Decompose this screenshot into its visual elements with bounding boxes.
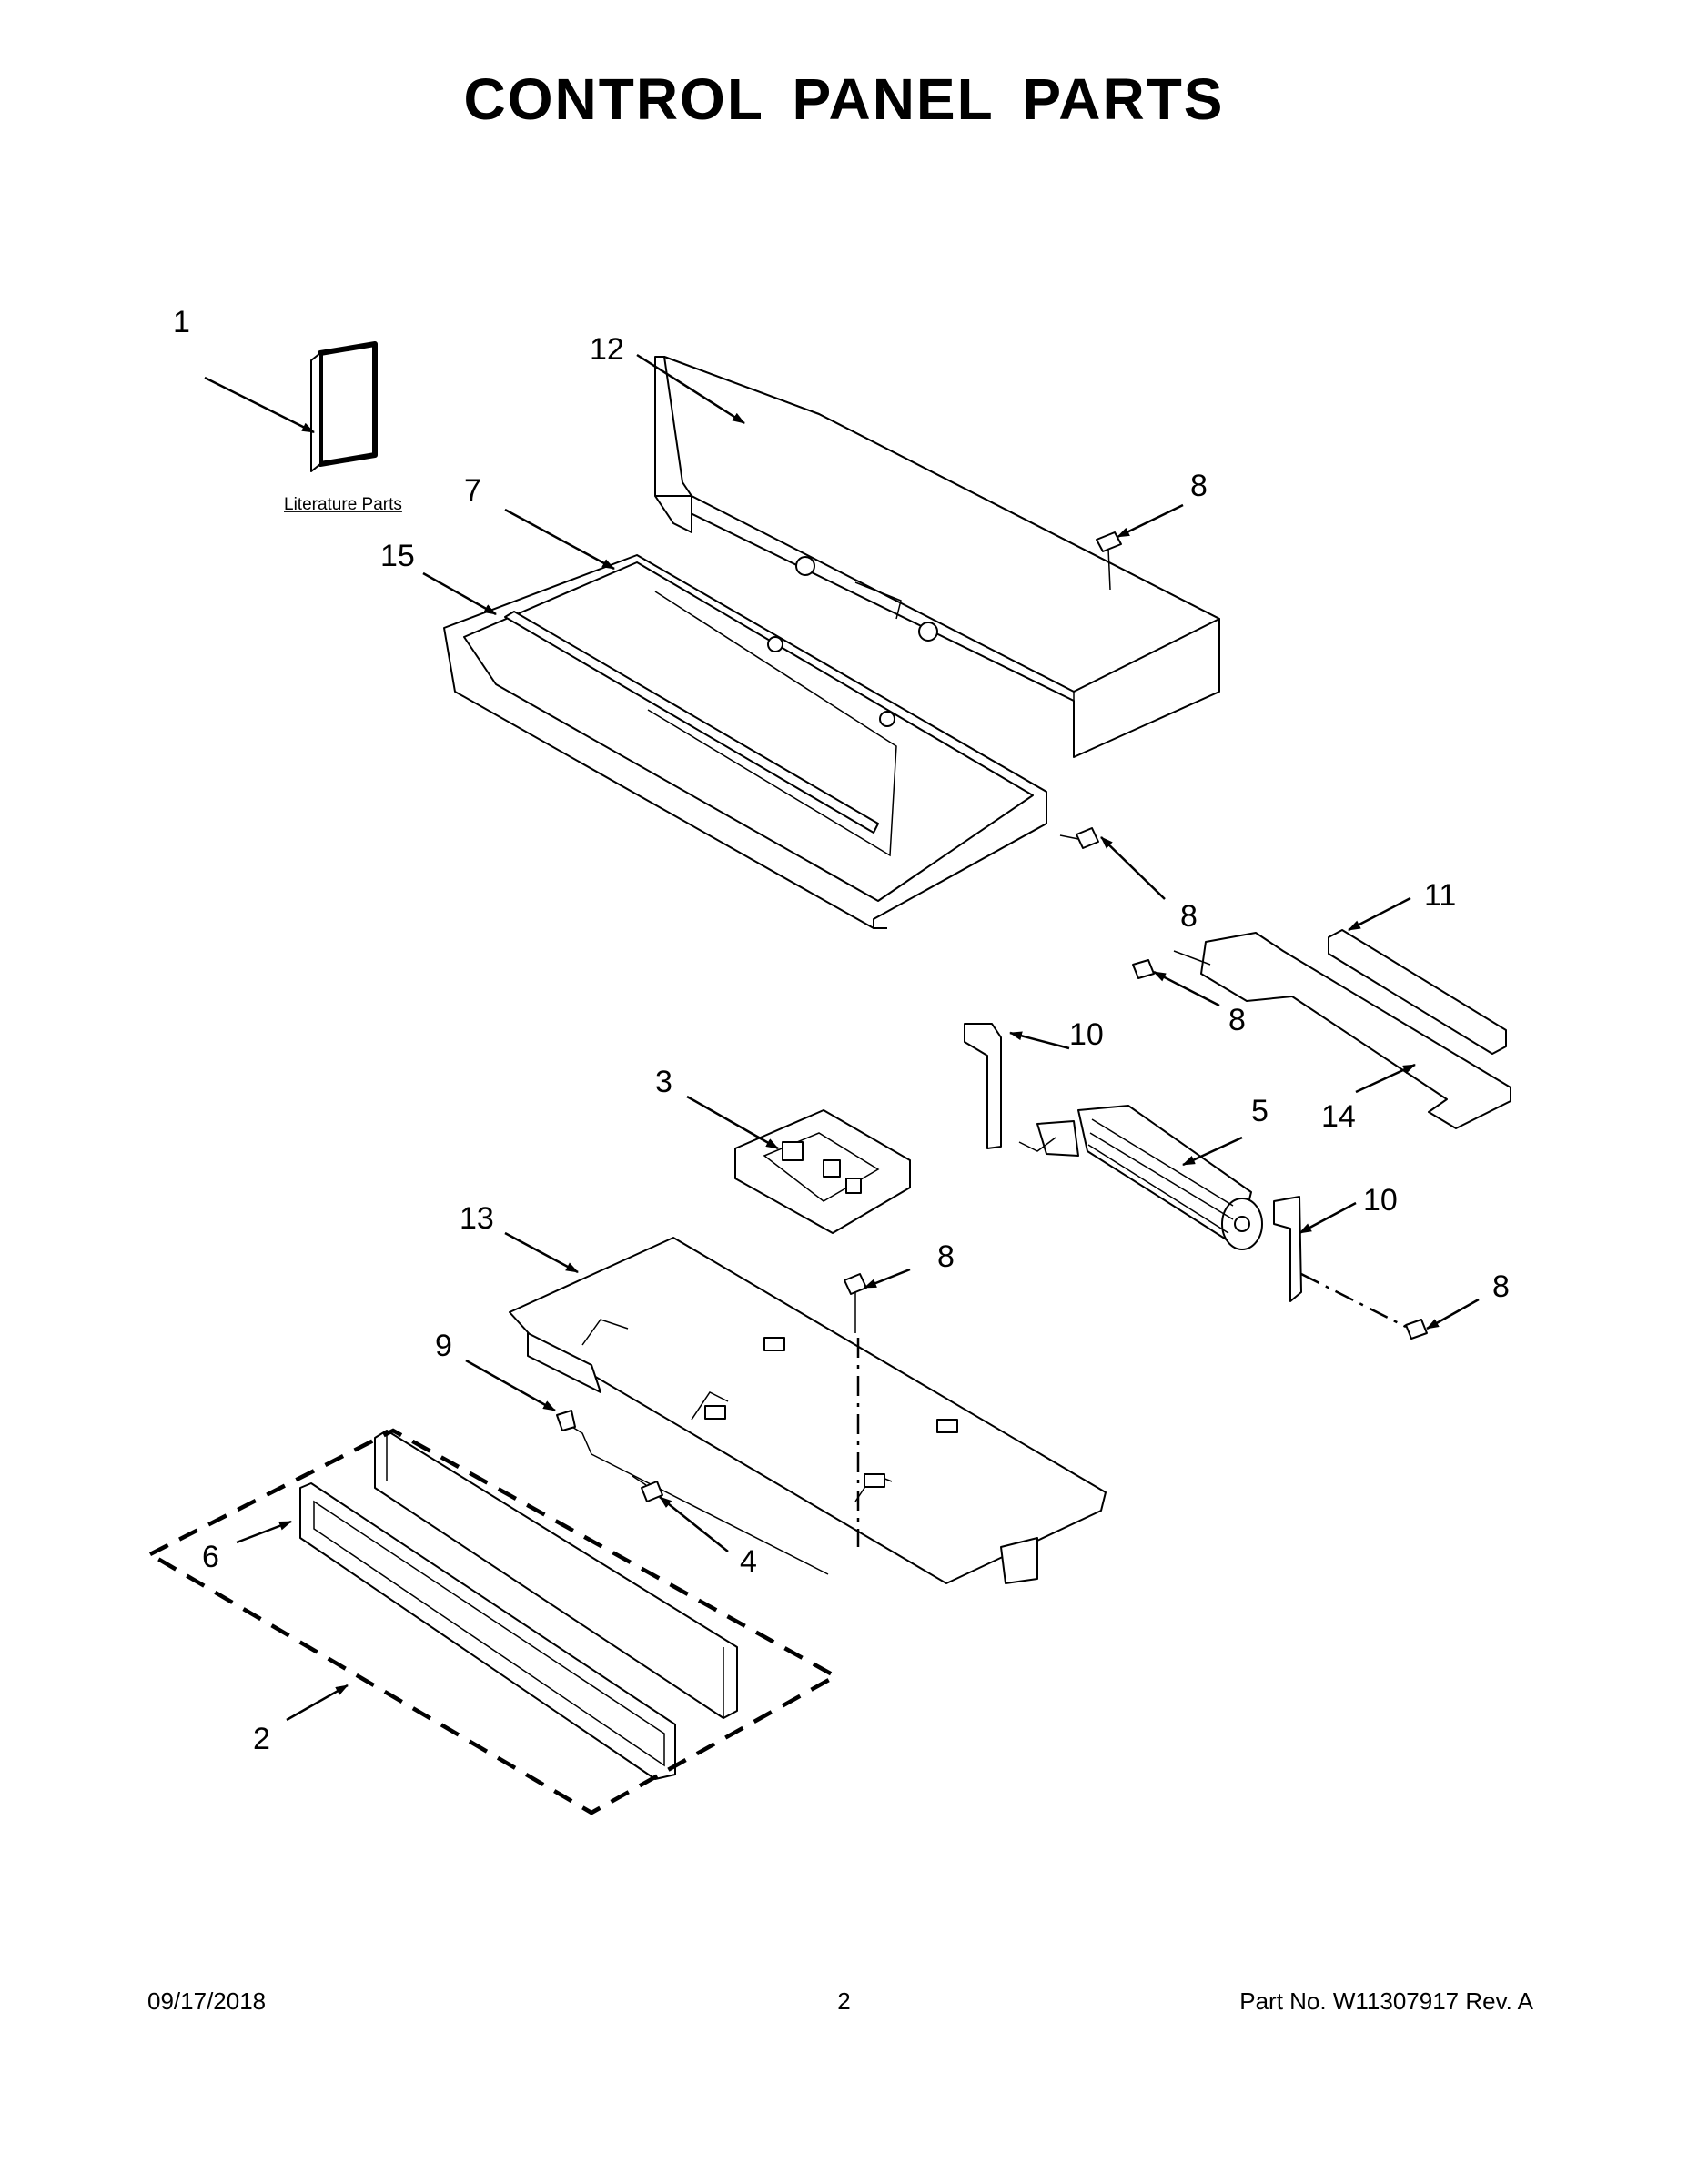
control-panel-cover-upper [654,356,1220,758]
callout-6: 6 [202,1540,219,1574]
footer-date: 09/17/2018 [147,1987,267,2015]
control-board [734,1109,911,1234]
callout-15: 15 [380,539,415,573]
callout-13: 13 [460,1201,494,1236]
callout-11: 11 [1424,878,1456,913]
callout-8: 8 [1190,469,1208,503]
shield-bracket-left [964,1023,1002,1149]
callout-12: 12 [590,332,624,367]
callout-8: 8 [1180,899,1198,934]
screw-icon [1096,531,1122,591]
callout-10: 10 [1069,1017,1104,1052]
console-panel [374,1430,738,1719]
alignment-line [1300,1272,1407,1329]
callout-1: 1 [173,305,190,339]
callout-7: 7 [464,473,481,508]
insulation-bar [1328,929,1507,1055]
bottom-mounting-plate [509,1237,1107,1584]
screw-icon [1405,1319,1428,1340]
control-panel-glass [299,1482,676,1780]
callout-8: 8 [937,1239,955,1274]
bracket-wire [1173,950,1211,966]
screw-icon [844,1273,867,1333]
leader-arrows [204,353,1480,1722]
mounting-bracket [1200,932,1511,1129]
page-title: CONTROL PANEL PARTS [463,66,1225,132]
callout-8: 8 [1228,1003,1246,1037]
blower-fan [1018,1105,1263,1250]
footer-page-number: 2 [837,1987,851,2015]
footer-part-number: Part No. W11307917 Rev. A [1239,1987,1533,2015]
callout-8: 8 [1492,1269,1510,1304]
callout-14: 14 [1321,1099,1356,1134]
gasket-strip [504,611,879,834]
wire-clip [556,1410,576,1431]
console-assembly-boundary [146,1428,840,1815]
callout-10: 10 [1363,1183,1398,1218]
callout-3: 3 [655,1065,672,1099]
control-panel-chassis [443,554,1047,929]
screw-icon [1059,827,1099,849]
literature-parts-label: Literature Parts [284,495,402,514]
callout-5: 5 [1251,1094,1269,1128]
callout-4: 4 [740,1544,757,1579]
shield-bracket-right [1273,1196,1302,1302]
literature-booklet [310,341,378,472]
callout-2: 2 [253,1722,270,1756]
screw-icon [632,1475,663,1502]
screw-icon [1132,959,1155,979]
callout-9: 9 [435,1329,452,1363]
